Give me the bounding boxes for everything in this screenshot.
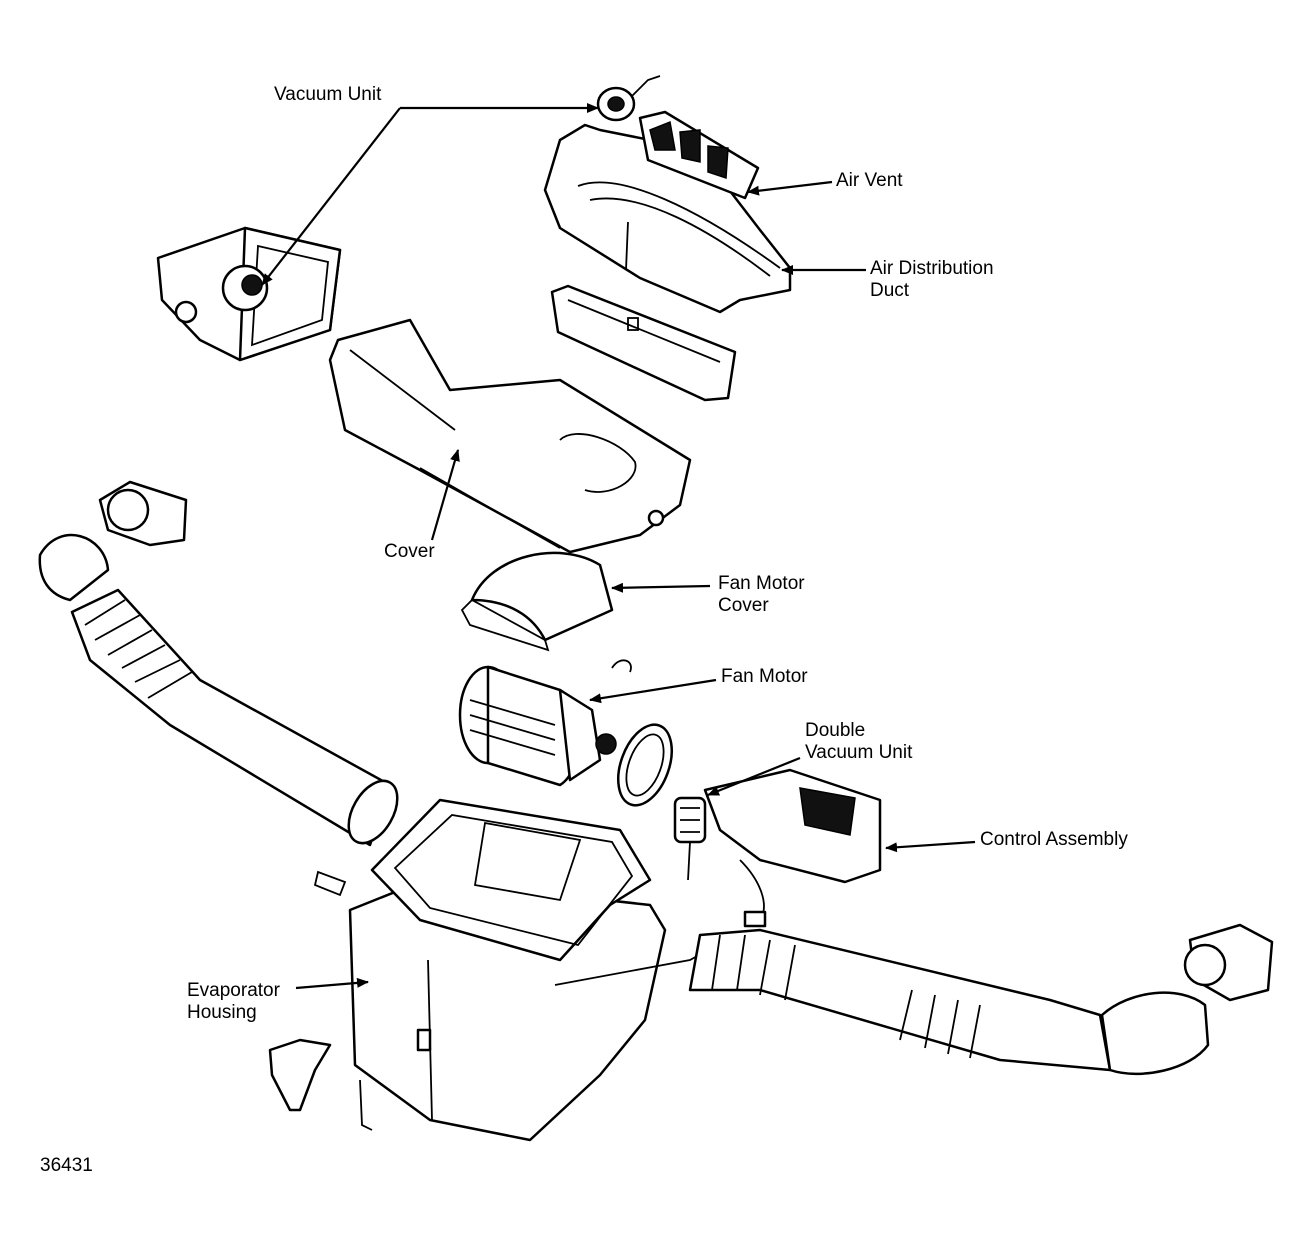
label-double-vacuum-unit: Double Vacuum Unit	[805, 720, 912, 764]
o-ring	[617, 723, 673, 807]
label-evaporator-housing-line2: Housing	[187, 1002, 257, 1023]
right-hose	[688, 923, 1274, 1076]
label-fan-motor: Fan Motor	[721, 666, 808, 688]
label-air-vent-text: Air Vent	[836, 170, 903, 191]
leader-lines	[261, 103, 976, 990]
fan-motor-part	[458, 659, 632, 787]
label-air-distribution-duct: Air Distribution Duct	[870, 258, 994, 302]
figure-number-text: 36431	[40, 1155, 93, 1176]
vacuum-unit-top	[596, 75, 661, 122]
label-control-assembly: Control Assembly	[980, 829, 1128, 851]
label-vacuum-unit: Vacuum Unit	[274, 84, 381, 106]
label-double-vacuum-unit-line2: Vacuum Unit	[805, 742, 913, 763]
label-air-vent: Air Vent	[836, 170, 903, 192]
fan-motor-cover-part	[460, 551, 614, 652]
label-vacuum-unit-text: Vacuum Unit	[274, 84, 382, 105]
label-cover-text: Cover	[384, 541, 435, 562]
cover-part	[328, 318, 692, 554]
label-fan-motor-cover: Fan Motor Cover	[718, 573, 805, 617]
air-vent	[638, 110, 760, 200]
figure-number: 36431	[40, 1155, 93, 1177]
label-control-assembly-text: Control Assembly	[980, 829, 1128, 850]
label-fan-motor-cover-line2: Cover	[718, 595, 769, 616]
left-air-box	[156, 226, 342, 362]
label-evaporator-housing: Evaporator Housing	[187, 980, 280, 1024]
left-hose	[38, 480, 399, 847]
air-distribution-duct	[543, 123, 792, 314]
label-cover: Cover	[384, 541, 435, 563]
duct-insert	[550, 284, 737, 402]
label-fan-motor-cover-line1: Fan Motor	[718, 573, 805, 594]
evaporator-housing-part	[313, 798, 736, 1142]
label-double-vacuum-unit-line1: Double	[805, 720, 866, 741]
label-air-distribution-duct-line1: Air Distribution	[870, 258, 994, 279]
label-fan-motor-text: Fan Motor	[721, 666, 808, 687]
double-vacuum-unit-part	[673, 796, 707, 881]
label-evaporator-housing-line1: Evaporator	[187, 980, 280, 1001]
label-air-distribution-duct-line2: Duct	[870, 280, 910, 301]
control-assembly-part	[703, 768, 882, 928]
small-brackets	[268, 1038, 373, 1131]
